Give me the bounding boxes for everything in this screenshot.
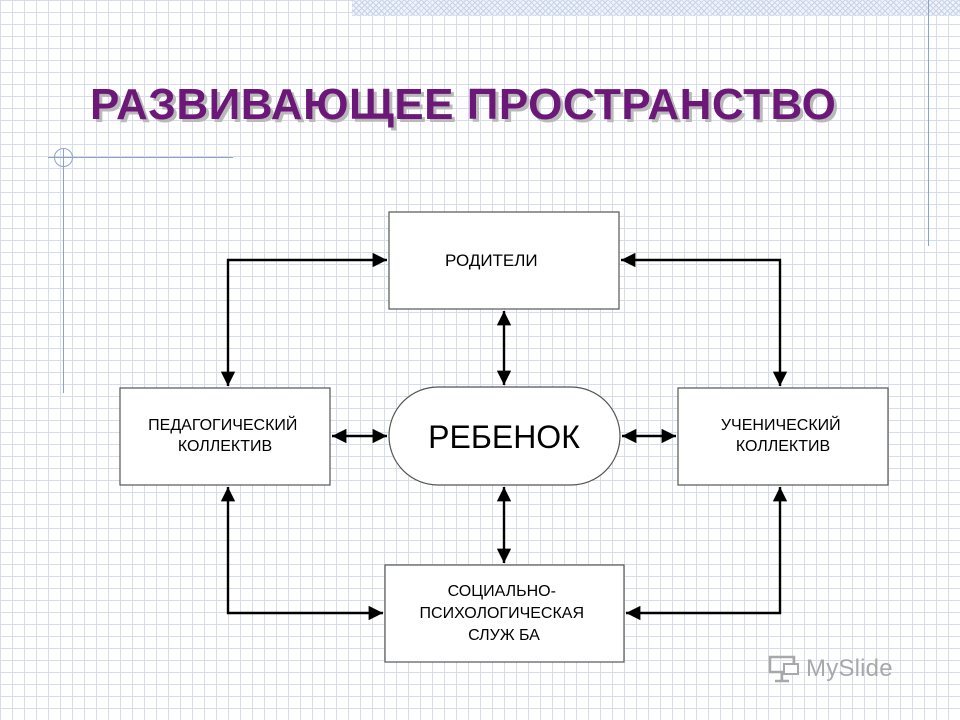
page-title: РАЗВИВАЮЩЕЕ ПРОСТРАНСТВО bbox=[90, 80, 837, 129]
node-students bbox=[677, 387, 889, 486]
node-child bbox=[388, 386, 621, 486]
connector-students-service bbox=[626, 487, 788, 621]
decorative-line-horizontal bbox=[48, 157, 233, 158]
node-teachers-label: ПЕДАГОГИЧЕСКИЙ КОЛЛЕКТИВ bbox=[148, 415, 302, 455]
node-service bbox=[384, 564, 625, 663]
connector-students-parents bbox=[621, 252, 788, 386]
decorative-circle bbox=[54, 148, 73, 167]
top-decorative-band bbox=[352, 0, 960, 16]
connector-teachers-service bbox=[220, 487, 383, 621]
node-students-label: УЧЕНИЧЕСКИЙ КОЛЛЕКТИВ bbox=[721, 415, 845, 455]
node-child-label: РЕБЕНОК bbox=[428, 419, 580, 455]
node-parents bbox=[388, 211, 620, 310]
presentation-icon bbox=[768, 655, 799, 683]
logo-text: MySlide bbox=[806, 655, 893, 682]
node-service-label: СОЦИАЛЬНО- ПСИХОЛОГИЧЕСКАЯ СЛУЖ БА bbox=[420, 583, 589, 644]
myslide-logo: MySlide bbox=[768, 654, 893, 684]
decorative-line-right bbox=[928, 0, 929, 246]
node-parents-label: РОДИТЕЛИ bbox=[445, 251, 538, 270]
connector-teachers-parents bbox=[220, 252, 387, 386]
decorative-line-vertical bbox=[63, 148, 64, 393]
node-teachers bbox=[119, 387, 331, 486]
